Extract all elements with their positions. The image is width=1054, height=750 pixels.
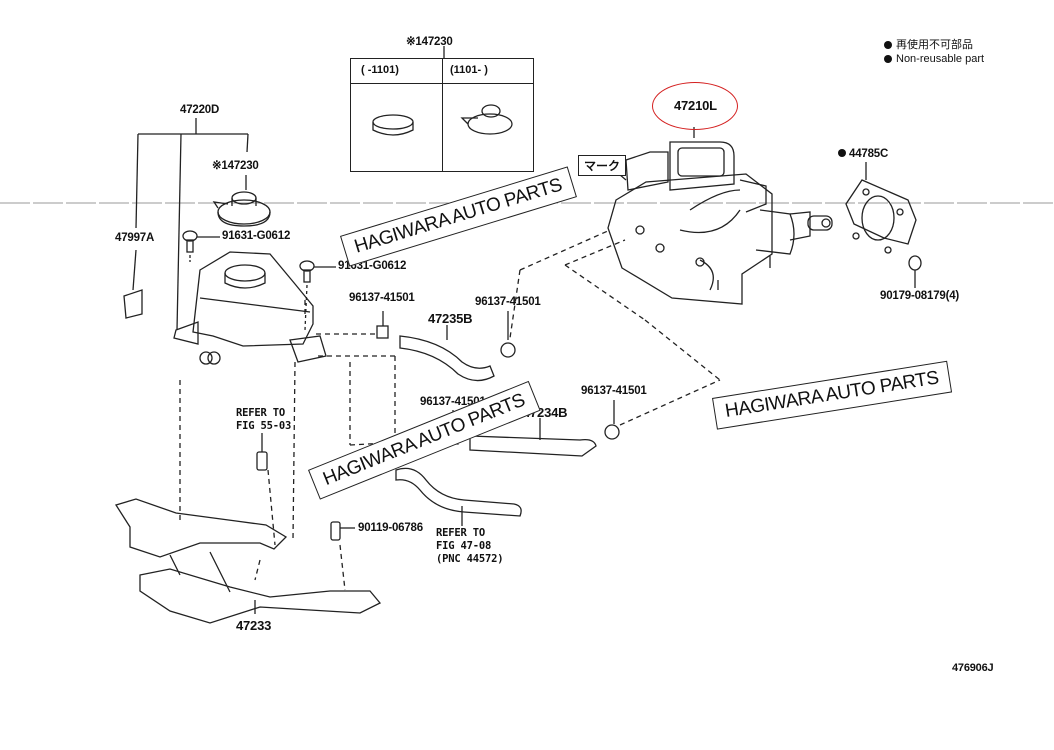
part-47235B[interactable]: 47235B (428, 311, 473, 326)
leader-47220D (132, 118, 249, 331)
gasket-44785C (845, 162, 917, 254)
non-reusable-dot-icon (838, 149, 846, 157)
bolt-90119 (330, 521, 355, 541)
dashed-connectors (179, 229, 721, 591)
legend: 再使用不可部品 Non-reusable part (884, 38, 984, 66)
part-147230[interactable]: ※147230 (212, 160, 259, 172)
hose-47235B (399, 325, 495, 382)
hose-refer-47-08 (395, 467, 522, 526)
clip-96137-a (376, 311, 389, 339)
clip-96137-b (500, 311, 516, 358)
brake-booster-actuator-47210L (607, 127, 833, 305)
diagram-code: 476906J (952, 662, 994, 674)
mark-label: マーク (578, 155, 627, 176)
refer-fig-47-08[interactable]: REFER TO FIG 47-08 (PNC 44572) (436, 527, 504, 565)
inset-range-left: ( -1101) (361, 64, 399, 76)
part-47997A[interactable]: 47997A (115, 232, 155, 244)
highlight-ring-47210L (652, 82, 738, 130)
filled-circle-icon (884, 55, 892, 63)
label-inset-147230: ※147230 (406, 36, 453, 48)
bolt-91631-b (299, 260, 336, 331)
bolt-refer-55-03 (256, 433, 268, 471)
clip-96137-d (604, 400, 620, 440)
legend-item-jp: 再使用不可部品 (884, 38, 984, 52)
nut-90179 (908, 255, 922, 288)
refer-fig-55-03[interactable]: REFER TO FIG 55-03 (236, 407, 292, 432)
bracket-47233 (114, 498, 382, 624)
bolt-91631-a (182, 230, 220, 262)
part-47233[interactable]: 47233 (236, 618, 272, 633)
legend-item-en: Non-reusable part (884, 52, 984, 66)
domed-cap-icon (460, 104, 513, 135)
part-47210L[interactable]: 47210L (674, 98, 717, 113)
label-plate-47997A (123, 289, 143, 319)
part-90179[interactable]: 90179-08179(4) (880, 290, 960, 302)
inset-box-147230: ( -1101) (1101- ) (350, 58, 534, 172)
part-44785C[interactable]: 44785C (838, 148, 888, 160)
inset-range-right: (1101- ) (450, 64, 488, 76)
filled-circle-icon (884, 41, 892, 49)
flat-cap-icon (372, 114, 414, 136)
part-96137-d[interactable]: 96137-41501 (581, 385, 647, 397)
reservoir-cap-147230 (212, 191, 271, 227)
part-96137-a[interactable]: 96137-41501 (349, 292, 415, 304)
part-91631-a[interactable]: 91631-G0612 (222, 230, 291, 242)
part-47220D[interactable]: 47220D (180, 104, 220, 116)
part-90119[interactable]: 90119-06786 (358, 522, 423, 534)
reservoir-tank (173, 251, 327, 365)
hose-47234B (469, 418, 597, 457)
part-96137-b[interactable]: 96137-41501 (475, 296, 541, 308)
